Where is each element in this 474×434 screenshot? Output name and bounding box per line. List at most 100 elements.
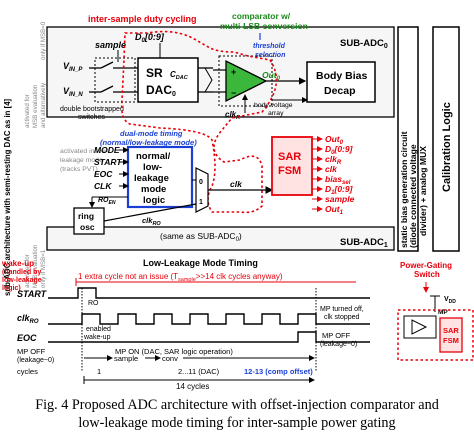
sr-label: SR [146, 66, 163, 80]
sar-output-label: sample [325, 194, 355, 204]
clkro-waveform [48, 313, 370, 325]
clkro-label: clkRO [142, 216, 161, 227]
svg-text:1: 1 [199, 199, 203, 206]
vin-p-label: VIN_P [63, 61, 83, 73]
start-waveform [48, 287, 370, 299]
svg-text:(handled by: (handled by [2, 269, 41, 276]
body-bias-box [306, 61, 376, 103]
svg-text:0: 0 [199, 179, 203, 186]
svg-text:(tracks PVT): (tracks PVT) [60, 166, 98, 173]
ring-label: ring [78, 211, 94, 221]
timing-cycles-label: cycles [17, 367, 38, 376]
pg-inset-region [397, 309, 474, 361]
mp-turned-label1: MP turned off, [320, 306, 364, 313]
svg-text:low-leakage: low-leakage [2, 277, 42, 284]
svg-text:normal/: normal/ [136, 151, 171, 162]
out0-label: Out0 [262, 70, 281, 82]
inter-sample-region [120, 30, 278, 214]
svg-text:EOC: EOC [94, 169, 113, 179]
sar-fsm-box [271, 136, 313, 196]
array-label: array [268, 110, 284, 117]
pg-fsm-label: FSM [443, 336, 459, 345]
threshold-label1: threshold [253, 43, 286, 50]
static-bias-label2: (diode connected voltage [408, 144, 418, 248]
phase-sample-label: sample [114, 354, 138, 363]
comparator-label2: multi-LSB conversion [220, 21, 308, 31]
dual-mode-label1: dual-mode timing [120, 129, 183, 138]
mp-off-right-label2: (leakage~0) [320, 341, 357, 348]
switches-label: switches [78, 114, 105, 121]
timing-title: Low-Leakage Mode Timing [143, 258, 258, 268]
mode-logic-box [126, 145, 194, 209]
static-bias-label3: divider) + analog MUX [418, 146, 428, 236]
svg-text:mode: mode [141, 184, 166, 195]
pg-sar-label: SAR [443, 326, 459, 335]
ro-enabled-label3: wake-up [83, 334, 111, 341]
timing-start-label: START [17, 289, 48, 299]
pg-sar-box [439, 317, 463, 353]
dac-label: DAC0 [146, 83, 176, 98]
osc-label: osc [80, 222, 95, 232]
timing-clkro-label: clkRO [17, 313, 39, 325]
svg-text:activated for: activated for [24, 94, 31, 128]
cycles14-label: 14 cycles [176, 382, 209, 391]
sub-adc1-label: SUB-ADC1 [340, 237, 388, 249]
mode-logic-inputs: MODE START EOC CLK [94, 145, 129, 191]
svg-text:+: + [231, 67, 236, 77]
cycle2-label: 2...11 (DAC) [178, 367, 220, 376]
svg-text:CLK: CLK [94, 181, 112, 191]
sar-label: SAR [278, 151, 301, 163]
svg-text:logic: logic [143, 195, 165, 206]
svg-text:activated for: activated for [24, 254, 31, 288]
ro-enabled-label2: enabled [86, 326, 111, 333]
vin-n-label: VIN_N [63, 86, 83, 98]
dual-mode-label2: (normal/low-leakage mode) [100, 138, 197, 147]
d0-label: D0[0:9] [135, 32, 165, 44]
ring-osc-box [73, 207, 105, 235]
sar-output-label: Out1 [325, 204, 344, 216]
mp-off-right-label1: MP OFF [322, 331, 351, 340]
comparator-label1: comparator w/ [232, 11, 291, 21]
sample-label: sample [95, 40, 126, 50]
threshold-label2: selection [255, 52, 285, 59]
ro-en-label: ROEN [98, 197, 116, 206]
low-leak-label: activated in low- leakage mode (tracks P… [60, 148, 109, 173]
sar-output-label: Out0 [325, 134, 344, 146]
svg-text:MSB evaluation: MSB evaluation [32, 244, 39, 288]
mp-label: MP [438, 309, 448, 316]
svg-text:leakage: leakage [134, 173, 169, 184]
static-bias-label1: static bias generation circuit [399, 131, 409, 248]
mp-on-label: MP ON (DAC, SAR logic operation) [115, 347, 233, 356]
extra-cycle-label: 1 extra cycle not an issue (Tsample>>14 … [78, 272, 283, 283]
svg-text:only if MSB=1: only if MSB=1 [40, 249, 47, 288]
timing-mp-leak-label: (leakage~0) [17, 357, 54, 364]
sar-output-list: Out0D0[0:9]clkRclkbiasselD1[0:9]sampleOu… [312, 134, 355, 216]
svg-text:MODE: MODE [94, 145, 120, 155]
svg-text:leakage mode: leakage mode [60, 157, 103, 164]
clk-wire-label: clk [230, 179, 243, 189]
sar-output-label: D0[0:9] [325, 144, 354, 156]
ro-enabled-label1: RO [88, 300, 99, 307]
clkr-label: clkR [225, 110, 240, 121]
static-bias-box [397, 26, 419, 252]
calibration-label: Calibration Logic [441, 102, 453, 192]
body-bias-label: Body Bias [316, 70, 368, 82]
same-as-label: (same as SUB-ADC0) [160, 231, 242, 243]
sar-output-label: clkR [325, 154, 342, 166]
cdac-label: CDAC [170, 70, 189, 81]
bootstrap-switch-box [94, 57, 136, 103]
svg-text:logic): logic) [2, 285, 21, 292]
sub-adc1-box [46, 226, 395, 251]
sar-output-label: biassel [325, 174, 351, 186]
body-voltage-label: body voltage [254, 102, 293, 109]
sr-dac-box [137, 57, 199, 103]
msb-eval0-label: activated for MSB evaluation and alterna… [24, 82, 47, 128]
cycle1-label: 1 [97, 367, 101, 376]
svg-text:and alternatively: and alternatively [40, 82, 47, 128]
cycle3-label: 12-13 (comp offset) [244, 367, 313, 376]
timing-mp-label: MP OFF [17, 347, 46, 356]
sar-output-label: clk [325, 164, 338, 174]
sub-adc0-label: SUB-ADC0 [340, 38, 388, 50]
fsm-label: FSM [278, 165, 301, 177]
